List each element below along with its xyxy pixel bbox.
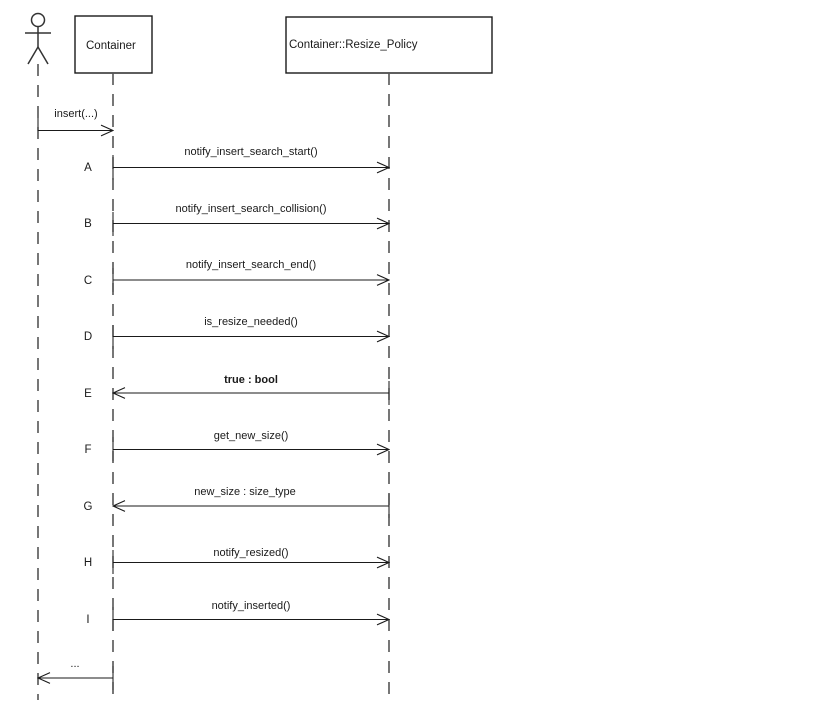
step-label-e: E bbox=[84, 388, 92, 400]
actor-leg-right-icon bbox=[37, 46, 49, 65]
participant-label-container: Container bbox=[86, 40, 136, 52]
message-final-return[interactable]: ... bbox=[38, 658, 114, 690]
message-insert[interactable]: insert(...) bbox=[37, 108, 113, 131]
message-a[interactable]: A notify_insert_search_start() bbox=[84, 146, 389, 180]
step-label-h: H bbox=[84, 557, 92, 569]
message-c[interactable]: C notify_insert_search_end() bbox=[84, 259, 389, 292]
message-b[interactable]: B notify_insert_search_collision() bbox=[84, 203, 389, 236]
step-label-d: D bbox=[84, 331, 92, 343]
message-label-e: true : bool bbox=[224, 374, 278, 386]
message-label-g: new_size : size_type bbox=[194, 486, 296, 498]
step-label-c: C bbox=[84, 275, 92, 287]
message-label-h: notify_resized() bbox=[213, 547, 288, 559]
step-label-a: A bbox=[84, 162, 92, 174]
actor-figure bbox=[25, 12, 51, 65]
message-h[interactable]: H notify_resized() bbox=[84, 547, 389, 574]
message-e[interactable]: E true : bool bbox=[84, 374, 390, 405]
message-label-a: notify_insert_search_start() bbox=[184, 146, 317, 158]
step-label-b: B bbox=[84, 218, 92, 230]
message-label-d: is_resize_needed() bbox=[204, 316, 298, 328]
message-label-final-return: ... bbox=[70, 658, 79, 670]
step-label-i: I bbox=[86, 614, 89, 626]
actor-leg-left-icon bbox=[27, 46, 39, 65]
participant-box-resize-policy[interactable] bbox=[285, 16, 493, 74]
participant-label-resize-policy: Container::Resize_Policy bbox=[289, 39, 418, 51]
message-i[interactable]: I notify_inserted() bbox=[86, 600, 389, 631]
message-label-insert: insert(...) bbox=[54, 108, 97, 120]
step-label-g: G bbox=[84, 501, 93, 513]
message-label-c: notify_insert_search_end() bbox=[186, 259, 316, 271]
participant-box-container[interactable] bbox=[74, 15, 153, 74]
step-label-f: F bbox=[84, 444, 91, 456]
message-label-b: notify_insert_search_collision() bbox=[175, 203, 326, 215]
actor-head-icon bbox=[30, 12, 46, 28]
message-label-i: notify_inserted() bbox=[212, 600, 291, 612]
message-f[interactable]: F get_new_size() bbox=[84, 430, 389, 461]
message-d[interactable]: D is_resize_needed() bbox=[84, 316, 389, 349]
message-g[interactable]: G new_size : size_type bbox=[84, 486, 390, 518]
message-label-f: get_new_size() bbox=[214, 430, 289, 442]
